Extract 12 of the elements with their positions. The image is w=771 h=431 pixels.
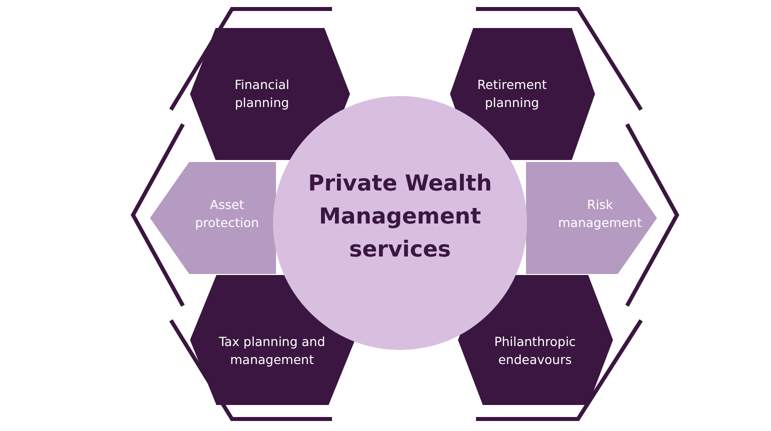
- hexagon-shape: [190, 275, 355, 405]
- hexagon-shape: [150, 162, 276, 274]
- hexagon-shape: [190, 28, 350, 160]
- service-label: Philanthropic endeavours: [493, 332, 577, 369]
- service-label: Asset protection: [194, 196, 260, 232]
- service-label: Financial planning: [234, 76, 290, 112]
- center-title: Private Wealth Management services: [307, 170, 493, 264]
- service-label: Retirement planning: [476, 76, 548, 112]
- service-label: Risk management: [557, 196, 643, 232]
- service-label: Tax planning and management: [218, 332, 326, 369]
- hexagon-shape: [458, 275, 613, 405]
- hexagon-shape: [526, 162, 657, 274]
